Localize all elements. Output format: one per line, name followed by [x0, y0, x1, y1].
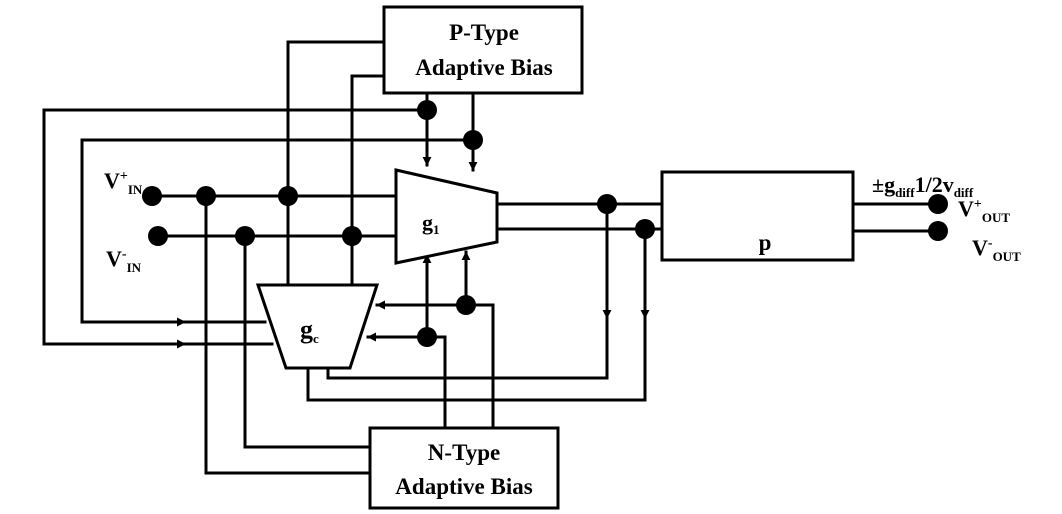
- g1-amplifier: g1: [394, 168, 499, 265]
- junction-dot: [635, 219, 655, 239]
- terminal-vout-plus: [928, 194, 948, 214]
- diff-output-label: ±gdiff1/2vdiff: [872, 172, 974, 200]
- wire-loop-inner: [80, 138, 475, 324]
- junction-dot: [417, 100, 437, 120]
- vout-plus-label: V+OUT: [958, 196, 1010, 225]
- junction-dot: [235, 226, 255, 246]
- gc-amplifier: gc: [255, 283, 380, 370]
- terminal-vin-minus: [148, 226, 168, 246]
- junctions: [142, 100, 948, 347]
- wire-tap-plus: [204, 194, 372, 475]
- junction-dot: [456, 295, 476, 315]
- junction-dot: [597, 194, 617, 214]
- wire-loop-outer: [42, 108, 429, 346]
- junction-dot: [417, 327, 437, 347]
- svg-text:g1: g1: [422, 210, 440, 237]
- wire-tap-minus: [243, 234, 372, 449]
- ntype-line1: N-Type: [428, 440, 500, 465]
- p-block: p: [660, 170, 855, 262]
- g1-label: g: [422, 210, 433, 235]
- ntype-adaptive-bias-block: N-Type Adaptive Bias: [368, 426, 560, 510]
- p-block-label: p: [759, 230, 772, 255]
- terminal-vout-minus: [928, 221, 948, 241]
- gc-subscript: c: [313, 331, 319, 346]
- terminal-vin-plus: [142, 186, 162, 206]
- junction-dot: [342, 226, 362, 246]
- ntype-line2: Adaptive Bias: [395, 474, 532, 499]
- vout-minus-label: V-OUT: [972, 235, 1021, 264]
- svg-text:gc: gc: [300, 315, 319, 346]
- wire-ntype-out2: [464, 303, 495, 430]
- wire-ptype-left2: [350, 74, 386, 287]
- wire-fb2: [306, 313, 647, 402]
- junction-dot: [463, 130, 483, 150]
- vin-plus-label: V+IN: [104, 168, 143, 197]
- vin-minus-label: V-IN: [106, 246, 142, 275]
- wire-ntype-out1: [425, 335, 447, 430]
- g1-subscript: 1: [433, 222, 440, 237]
- gc-label: g: [300, 315, 313, 344]
- ptype-line1: P-Type: [449, 20, 519, 45]
- wire-ptype-left: [286, 40, 386, 287]
- ptype-line2: Adaptive Bias: [415, 55, 552, 80]
- wire-fb1: [326, 313, 609, 380]
- ptype-adaptive-bias-block: P-Type Adaptive Bias: [382, 5, 584, 95]
- junction-dot: [278, 186, 298, 206]
- junction-dot: [196, 186, 216, 206]
